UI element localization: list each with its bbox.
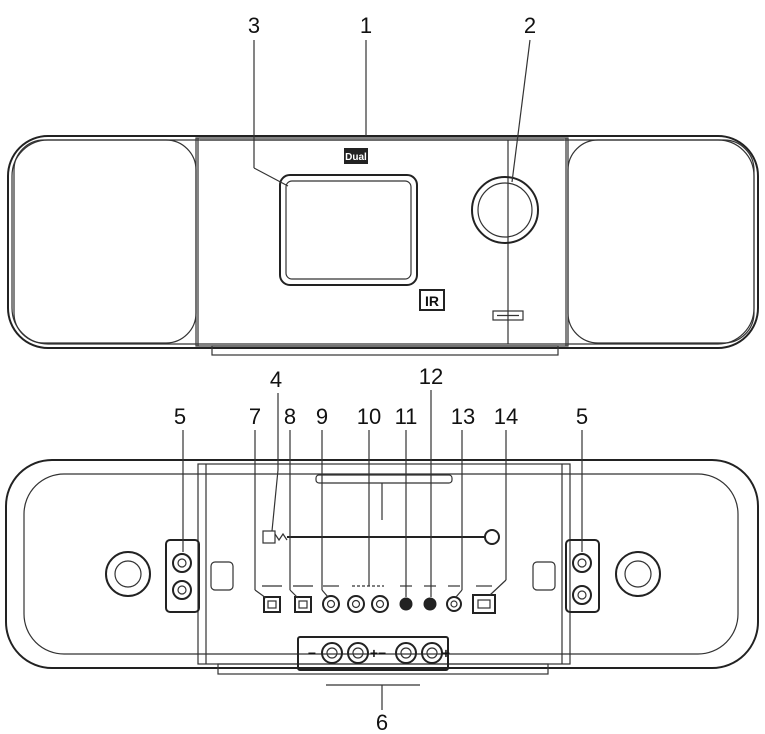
standby-button-icon <box>492 310 524 321</box>
leader-line-9b <box>321 589 329 598</box>
top-slot <box>315 474 453 484</box>
antenna-mount <box>484 529 500 545</box>
callout-5-left: 5 <box>174 404 186 429</box>
control-knob-outer <box>471 176 539 244</box>
right-clip <box>532 561 556 591</box>
port-10-jack-b <box>371 595 389 613</box>
svg-text:+−: +− <box>370 645 386 661</box>
output-terminal-1 <box>321 642 343 664</box>
callout-2: 2 <box>524 13 536 38</box>
left-clip <box>210 561 234 591</box>
svg-text:−: − <box>308 645 316 661</box>
left-speaker-grille <box>13 139 197 344</box>
port-10-jack-a <box>347 595 365 613</box>
callout-14: 14 <box>494 404 518 429</box>
left-bass-port-inner <box>114 560 142 588</box>
leader-line-2 <box>511 39 531 183</box>
control-knob-inner <box>477 182 533 238</box>
leader-line-3b <box>253 167 289 187</box>
callout-10: 10 <box>357 404 381 429</box>
output-terminal-3 <box>395 642 417 664</box>
port-8-optical-out <box>294 596 312 613</box>
antenna-coil-icon <box>274 532 288 542</box>
leader-line-7b <box>254 589 267 599</box>
back-body-inner-outline <box>23 473 739 655</box>
port-9-jack <box>322 595 340 613</box>
back-center-module <box>197 463 571 665</box>
front-body-outline <box>7 135 759 349</box>
back-body-outline <box>5 459 759 669</box>
dual-logo-icon <box>344 148 368 164</box>
display-screen-inner <box>285 180 412 280</box>
callout-9: 9 <box>316 404 328 429</box>
port-13-jack <box>446 596 462 612</box>
front-view: Dual IR 1 2 3 <box>7 13 759 356</box>
display-screen <box>279 174 418 286</box>
right-terminal-bottom <box>572 585 592 605</box>
leader-line-14b <box>489 579 507 596</box>
callout-4: 4 <box>270 367 282 392</box>
ir-badge-text: IR <box>425 293 439 309</box>
right-speaker-grille <box>567 139 755 344</box>
callout-12: 12 <box>419 364 443 389</box>
left-terminal-top <box>172 553 192 573</box>
leader-line-13b <box>455 589 463 598</box>
callout-6: 6 <box>376 710 388 734</box>
svg-text:+: + <box>442 645 450 661</box>
callout-1: 1 <box>360 13 372 38</box>
callout-11: 11 <box>395 404 418 429</box>
port-12-jack <box>423 597 437 611</box>
front-body-inner-outline <box>11 139 755 345</box>
callout-8: 8 <box>284 404 296 429</box>
back-foot <box>217 663 549 675</box>
back-view: − +− + <box>5 364 759 734</box>
callout-3: 3 <box>248 13 260 38</box>
output-terminal-4 <box>421 642 443 664</box>
port-11-jack <box>399 597 413 611</box>
output-terminal-2 <box>347 642 369 664</box>
output-terminal-strip <box>297 636 449 671</box>
port-7-optical-in <box>263 596 281 613</box>
callout-7: 7 <box>249 404 261 429</box>
leader-line-8b <box>289 589 299 599</box>
antenna-connector <box>262 530 276 544</box>
port-14-lan <box>472 594 496 614</box>
front-foot <box>211 345 559 356</box>
right-bass-port-inner <box>624 560 652 588</box>
dual-logo-text: Dual <box>345 152 367 163</box>
callout-13: 13 <box>451 404 475 429</box>
left-terminal-bottom <box>172 580 192 600</box>
right-bass-port <box>615 551 661 597</box>
left-bass-port <box>105 551 151 597</box>
right-terminal-top <box>572 553 592 573</box>
leader-line-4b <box>271 469 279 532</box>
callout-5-right: 5 <box>576 404 588 429</box>
ir-sensor-badge <box>419 289 445 311</box>
